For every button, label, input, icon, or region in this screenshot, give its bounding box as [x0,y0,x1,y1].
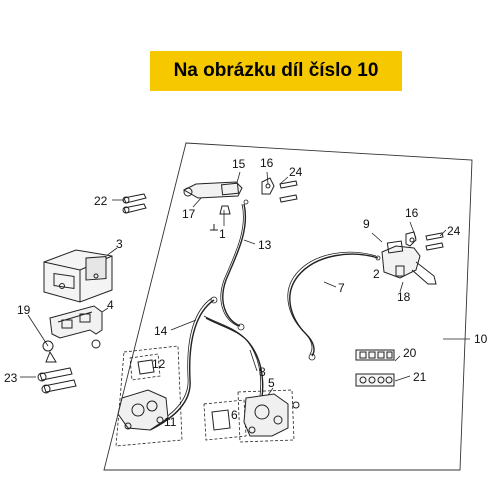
title-banner-text: Na obrázku díl číslo 10 [173,60,379,81]
callout-10: 10 [474,332,488,346]
panel-outline [103,142,473,471]
callout-14: 14 [154,324,168,338]
callout-22: 22 [94,194,108,208]
callout-1: 1 [219,227,226,241]
callout-5: 5 [268,376,275,390]
callout-2: 2 [373,267,380,281]
callout-7: 7 [338,281,345,295]
callout-20: 20 [403,346,417,360]
callout-19: 19 [17,303,31,317]
callout-21: 21 [413,370,427,384]
callout-24-right: 24 [447,224,461,238]
title-banner: Na obrázku díl číslo 10 [150,51,402,91]
callout-17: 17 [182,207,196,221]
callout-4: 4 [107,298,114,312]
callout-8: 8 [259,365,266,379]
callout-6: 6 [231,408,238,422]
callout-23: 23 [4,371,18,385]
callout-18: 18 [397,290,411,304]
callout-12: 12 [152,357,166,371]
callout-13: 13 [258,238,272,252]
callout-24-top: 24 [289,165,303,179]
callout-3: 3 [116,237,123,251]
callout-9: 9 [363,217,370,231]
callout-11: 11 [164,415,177,429]
callout-16-right: 16 [405,206,419,220]
callout-15: 15 [232,157,246,171]
callout-16-top: 16 [260,156,274,170]
